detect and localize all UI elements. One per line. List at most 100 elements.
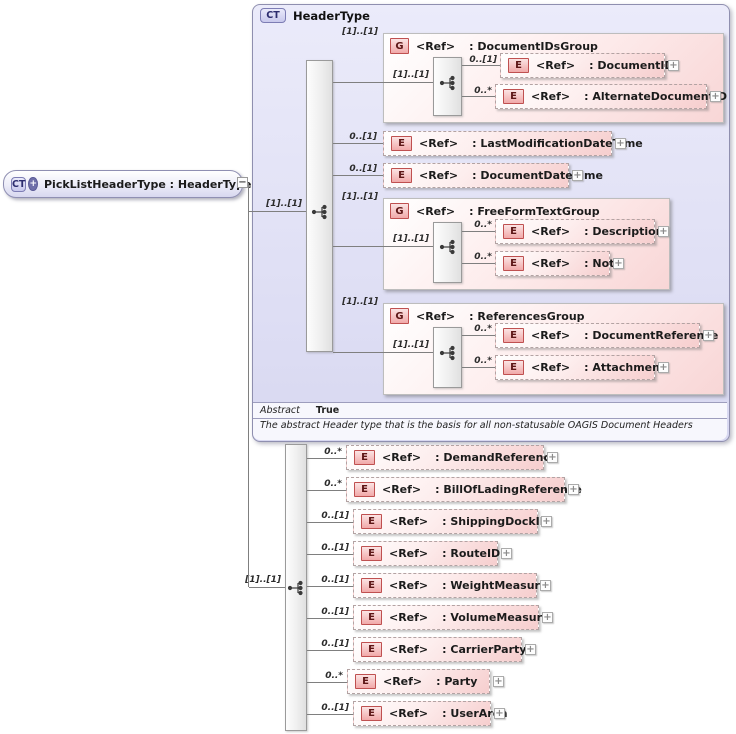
connector-line [249,587,285,588]
element-name: : Description [584,225,664,238]
element-attachment[interactable]: E <Ref> : Attachment [495,355,665,380]
cardinality-label: 0..* [474,86,492,96]
element-volume-measure[interactable]: E <Ref> : VolumeMeasure [353,605,549,630]
headertype-footer: Abstract True The abstract Header type t… [253,402,727,440]
group-name: : FreeFormTextGroup [469,204,600,218]
element-shipping-dock-id[interactable]: E <Ref> : ShippingDockID [353,509,549,534]
abstract-row: Abstract True [253,403,727,419]
group-title: G <Ref> : DocumentIDsGroup [390,38,598,54]
element-demand-reference[interactable]: E <Ref> : DemandReference [346,445,557,470]
element-name: : WeightMeasure [442,579,548,592]
connector-line [307,714,353,715]
sequence-icon [439,75,455,91]
collapse-button[interactable]: − [237,177,248,188]
element-route-id[interactable]: E <Ref> : RouteID [353,541,500,566]
expand-button[interactable]: + [658,226,669,237]
element-badge: E [354,450,375,465]
group-title: G <Ref> : FreeFormTextGroup [390,203,600,219]
element-name: : DemandReference [435,451,558,464]
expand-button[interactable]: + [525,644,536,655]
cardinality-label: [1]..[1] [245,575,281,585]
cardinality-label: 0..* [324,479,342,489]
sequence-compositor-bar [306,60,333,352]
element-carrier-party[interactable]: E <Ref> : CarrierParty [353,637,526,662]
ref-label: <Ref> [389,643,429,656]
ref-label: <Ref> [389,707,429,720]
ref-label: <Ref> [416,39,456,53]
expand-button[interactable]: + [542,612,553,623]
element-document-date-time[interactable]: E <Ref> : DocumentDateTime [383,163,603,188]
group-badge: G [390,203,409,219]
cardinality-label: [1]..[1] [342,192,378,202]
expand-button[interactable]: + [615,138,626,149]
element-last-modification-date-time[interactable]: E <Ref> : LastModificationDateTime [383,131,643,156]
sequence-compositor-bar [433,57,462,116]
root-element-pick-list-header-type[interactable]: CT + PickListHeaderType : HeaderType [3,170,251,198]
expand-button[interactable]: + [710,91,721,102]
element-user-area[interactable]: E <Ref> : UserArea [353,701,508,726]
element-badge: E [355,674,376,689]
connector-line [462,231,495,232]
sequence-compositor-bar [433,222,462,283]
ref-label: <Ref> [536,59,576,72]
abstract-value: True [315,405,340,416]
cardinality-label: 0..[1] [321,703,349,713]
element-badge: E [503,360,524,375]
element-bill-of-lading-reference[interactable]: E <Ref> : BillOfLadingReference [346,477,582,502]
element-document-id[interactable]: E <Ref> : DocumentID [500,53,674,78]
ref-label: <Ref> [389,579,429,592]
cardinality-label: [1]..[1] [342,27,378,37]
element-weight-measure[interactable]: E <Ref> : WeightMeasure [353,573,547,598]
expand-button[interactable]: + [668,60,679,71]
cardinality-label: 0..[1] [321,607,349,617]
ref-label: <Ref> [389,547,429,560]
connector-line [462,335,495,336]
complextype-badge: CT [11,176,27,192]
connector-line [462,367,495,368]
element-note[interactable]: E <Ref> : Note [495,251,622,276]
expand-button[interactable]: + [540,580,551,591]
element-name: : BillOfLadingReference [435,483,582,496]
cardinality-label: [1]..[1] [393,340,429,350]
expand-button[interactable]: + [493,676,504,687]
element-badge: E [354,482,375,497]
ref-label: <Ref> [382,483,422,496]
element-description[interactable]: E <Ref> : Description [495,219,664,244]
connector-line [307,522,353,523]
expand-button[interactable]: + [541,516,552,527]
element-name: : DocumentReference [584,329,719,342]
cardinality-label: 0..* [324,447,342,457]
cardinality-label: 0..[1] [321,639,349,649]
element-badge: E [361,642,382,657]
cardinality-label: 0..[1] [349,132,377,142]
element-badge: E [391,136,412,151]
sequence-compositor-bar [285,444,307,731]
expand-button[interactable]: + [703,330,714,341]
complextype-badge: CT [260,8,286,23]
ref-label: <Ref> [419,169,459,182]
element-badge: E [508,58,529,73]
connector-line [333,82,433,83]
element-alternate-document-id[interactable]: E <Ref> : AlternateDocumentID [495,84,727,109]
expand-button[interactable]: + [501,548,512,559]
element-badge: E [503,89,524,104]
expand-button[interactable]: + [494,708,505,719]
element-badge: E [361,514,382,529]
expand-button[interactable]: + [613,258,624,269]
ref-label: <Ref> [389,515,429,528]
connector-line [307,490,346,491]
connector-line [462,263,495,264]
derived-type-icon: + [28,177,38,191]
connector-line [249,211,306,212]
connector-line [333,175,383,176]
expand-button[interactable]: + [547,452,558,463]
element-badge: E [391,168,412,183]
ref-label: <Ref> [531,257,571,270]
expand-button[interactable]: + [658,362,669,373]
expand-button[interactable]: + [572,170,583,181]
element-document-reference[interactable]: E <Ref> : DocumentReference [495,323,718,348]
connector-line [248,183,249,587]
expand-button[interactable]: + [568,484,579,495]
element-party[interactable]: E <Ref> : Party [347,669,490,694]
